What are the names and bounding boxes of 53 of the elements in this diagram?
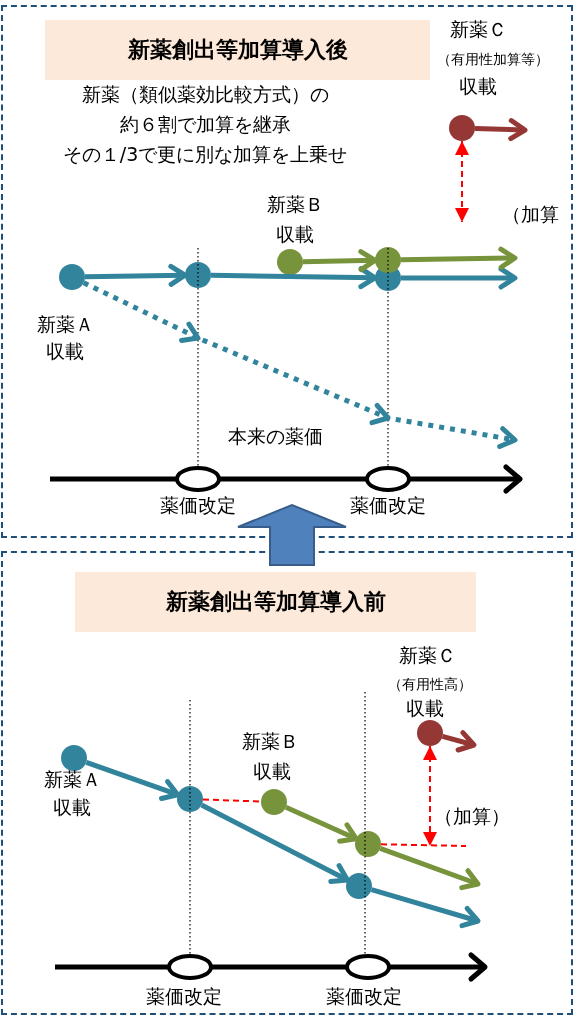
drug-label: （有用性高） [388,676,472,693]
arrow [400,246,518,270]
drug-label: 収載 [276,223,314,246]
drug-label: 新薬Ａ [43,768,101,791]
connector-line [380,843,467,847]
note-text: その１/3で更に別な加算を上乗せ [62,143,348,166]
arrow [455,140,469,223]
drug-label: 新薬Ｃ [449,18,507,41]
arrow [85,759,181,801]
block-arrow [237,503,347,566]
arrow [401,266,518,290]
note-text: （加算） [434,805,510,828]
drug-dot [355,831,381,857]
arrow [284,805,359,844]
connector-line [202,798,262,803]
drug-dot [185,262,211,288]
drug-dot [261,789,287,815]
note-text: 薬価改定 [326,985,402,1008]
panel-frame [1,551,573,1015]
drug-label: 収載 [253,760,291,783]
arrow [441,730,477,753]
arrow [474,118,528,142]
drug-label: 新薬Ｂ [241,730,299,753]
note-text: 本来の薬価 [227,425,323,448]
drug-dot [277,249,303,275]
arrow [200,802,350,885]
title-banner: 新薬創出等加算導入前 [75,572,476,632]
note-text: 約６割で加算を継承 [119,113,291,136]
drug-dot [346,873,372,899]
drug-dot [177,786,203,812]
arrow [423,745,437,847]
arrow [370,887,481,929]
drug-label: 収載 [459,75,497,98]
panel-frame [1,5,573,538]
note-text: 薬価改定 [146,985,222,1008]
drug-dot [61,745,87,771]
drug-label: 収載 [46,340,84,363]
drug-dot [375,247,401,273]
drug-dot [417,720,443,746]
drug-label: （有用性加算等） [437,51,549,68]
drug-label: 新薬Ａ [36,313,94,336]
drug-label: 収載 [53,796,91,819]
arrow [82,280,518,449]
note-text: （加算 [501,203,559,226]
note-text: 薬価改定 [160,494,236,517]
drug-label: 新薬Ｂ [266,193,324,216]
note-text: 薬価改定 [350,494,426,517]
drug-label: 新薬Ｃ [398,644,456,667]
drug-dot [59,264,85,290]
drug-dot [449,115,475,141]
arrow [379,846,481,891]
title-banner: 新薬創出等加算導入後 [45,20,430,80]
drug-label: 収載 [406,697,444,720]
